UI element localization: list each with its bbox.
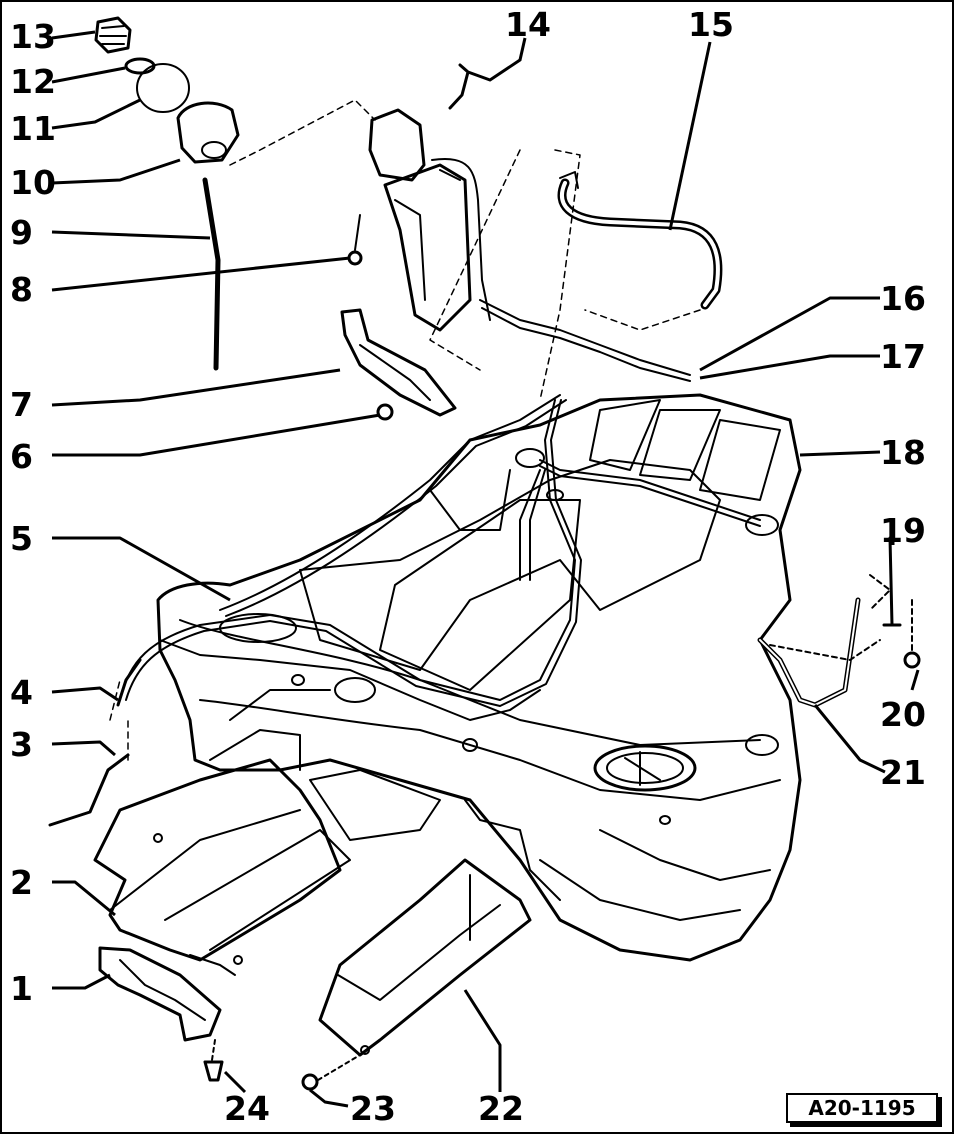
callout-14: 14 <box>505 5 551 44</box>
line-4 <box>116 658 142 707</box>
callout-1: 1 <box>10 969 33 1008</box>
underbody-cover-left <box>93 758 441 976</box>
underbody-cover-right <box>318 858 532 1057</box>
filler-assembly <box>94 16 240 371</box>
sensor-wire <box>448 58 522 110</box>
bracket-1 <box>98 946 224 1082</box>
callout-17: 17 <box>880 337 926 376</box>
leader-lines <box>51 30 920 1108</box>
heat-shield-bracket <box>340 308 457 421</box>
reference-code: A20-1195 <box>786 1093 938 1123</box>
line-3 <box>48 753 130 827</box>
callout-16: 16 <box>880 279 926 318</box>
callout-9: 9 <box>10 213 33 252</box>
callout-8: 8 <box>10 270 33 309</box>
fuel-lines <box>119 299 761 901</box>
filter-housing <box>347 108 491 332</box>
callout-10: 10 <box>10 163 56 202</box>
assembly-lines <box>109 99 701 761</box>
callout-5: 5 <box>10 519 33 558</box>
callout-21: 21 <box>880 753 926 792</box>
callout-11: 11 <box>10 109 56 148</box>
callout-13: 13 <box>10 17 56 56</box>
callout-18: 18 <box>880 433 926 472</box>
bolt <box>882 536 902 627</box>
callout-24: 24 <box>224 1089 270 1128</box>
callout-20: 20 <box>880 695 926 734</box>
callout-23: 23 <box>350 1089 396 1128</box>
fuel-tank <box>156 393 802 962</box>
nut <box>903 651 921 669</box>
callout-6: 6 <box>10 437 33 476</box>
callout-19: 19 <box>880 511 926 550</box>
callout-3: 3 <box>10 725 33 764</box>
callout-2: 2 <box>10 863 33 902</box>
callout-12: 12 <box>10 62 56 101</box>
callout-4: 4 <box>10 673 33 712</box>
filler-hose <box>557 171 723 310</box>
callout-7: 7 <box>10 385 33 424</box>
callout-22: 22 <box>478 1089 524 1128</box>
callout-15: 15 <box>688 5 734 44</box>
nut-23 <box>301 1073 319 1091</box>
